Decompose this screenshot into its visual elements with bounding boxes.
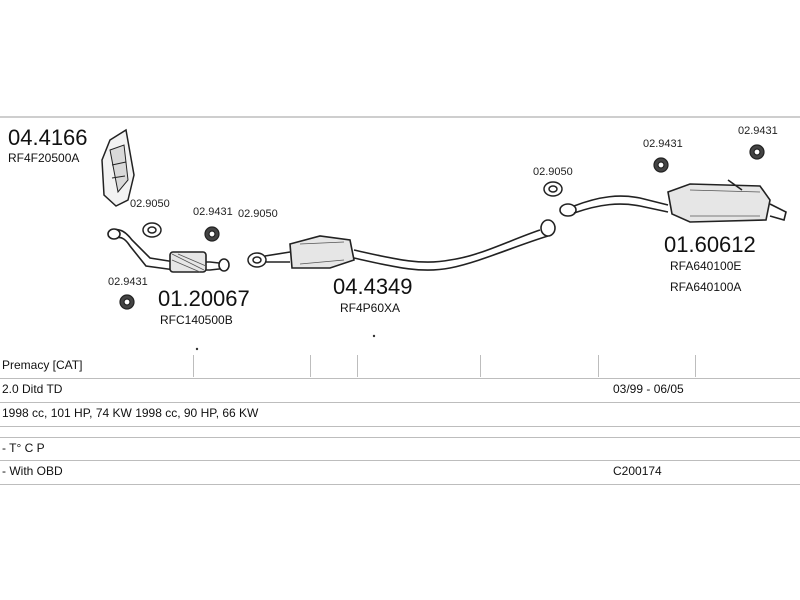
gasket-number: 02.9050 [130,198,170,210]
catalytic-converter [101,128,135,207]
mount-icon [653,157,669,173]
dot-mark [372,334,376,338]
middle-silencer [264,219,556,271]
spec-row-model: Premacy [CAT] [0,355,800,379]
mount-number: 02.9431 [193,206,233,218]
cat-converter-number: 04.4166 [8,125,88,150]
middle-silencer-number: 04.4349 [333,274,413,299]
spec-row-note-2: - With OBD C200174 [0,461,800,485]
front-pipe-oem: RFC140500B [160,313,233,327]
spec-row-power: 1998 cc, 101 HP, 74 KW 1998 cc, 90 HP, 6… [0,403,800,427]
rear-silencer-oem-2: RFA640100A [670,280,741,294]
front-pipe [107,228,230,273]
model-label: Premacy [CAT] [2,358,83,372]
middle-silencer-oem: RF4P60XA [340,301,400,315]
period-label: 03/99 - 06/05 [613,382,684,396]
rear-silencer [559,179,787,223]
mount-number: 02.9431 [738,125,778,137]
spec-row-engine: 2.0 Ditd TD 03/99 - 06/05 [0,379,800,403]
gasket-number: 02.9050 [238,208,278,220]
mount-number: 02.9431 [108,276,148,288]
note-1-label: - T° C P [2,441,45,455]
gasket-icon [142,222,162,238]
mount-number: 02.9431 [643,138,683,150]
mount-icon [119,294,135,310]
cat-converter-oem: RF4F20500A [8,151,79,165]
gasket-number: 02.9050 [533,166,573,178]
spec-row-note-1: - T° C P [0,437,800,461]
front-pipe-number: 01.20067 [158,286,250,311]
rear-silencer-number: 01.60612 [664,232,756,257]
gasket-icon [247,252,267,268]
dot-mark [195,347,199,351]
power-label: 1998 cc, 101 HP, 74 KW 1998 cc, 90 HP, 6… [2,406,259,420]
gasket-icon [543,181,563,197]
rear-silencer-oem-1: RFA640100E [670,259,741,273]
mount-icon [204,226,220,242]
note-2-label: - With OBD [2,464,63,478]
mount-icon [749,144,765,160]
engine-label: 2.0 Ditd TD [2,382,63,396]
code-label: C200174 [613,464,662,478]
